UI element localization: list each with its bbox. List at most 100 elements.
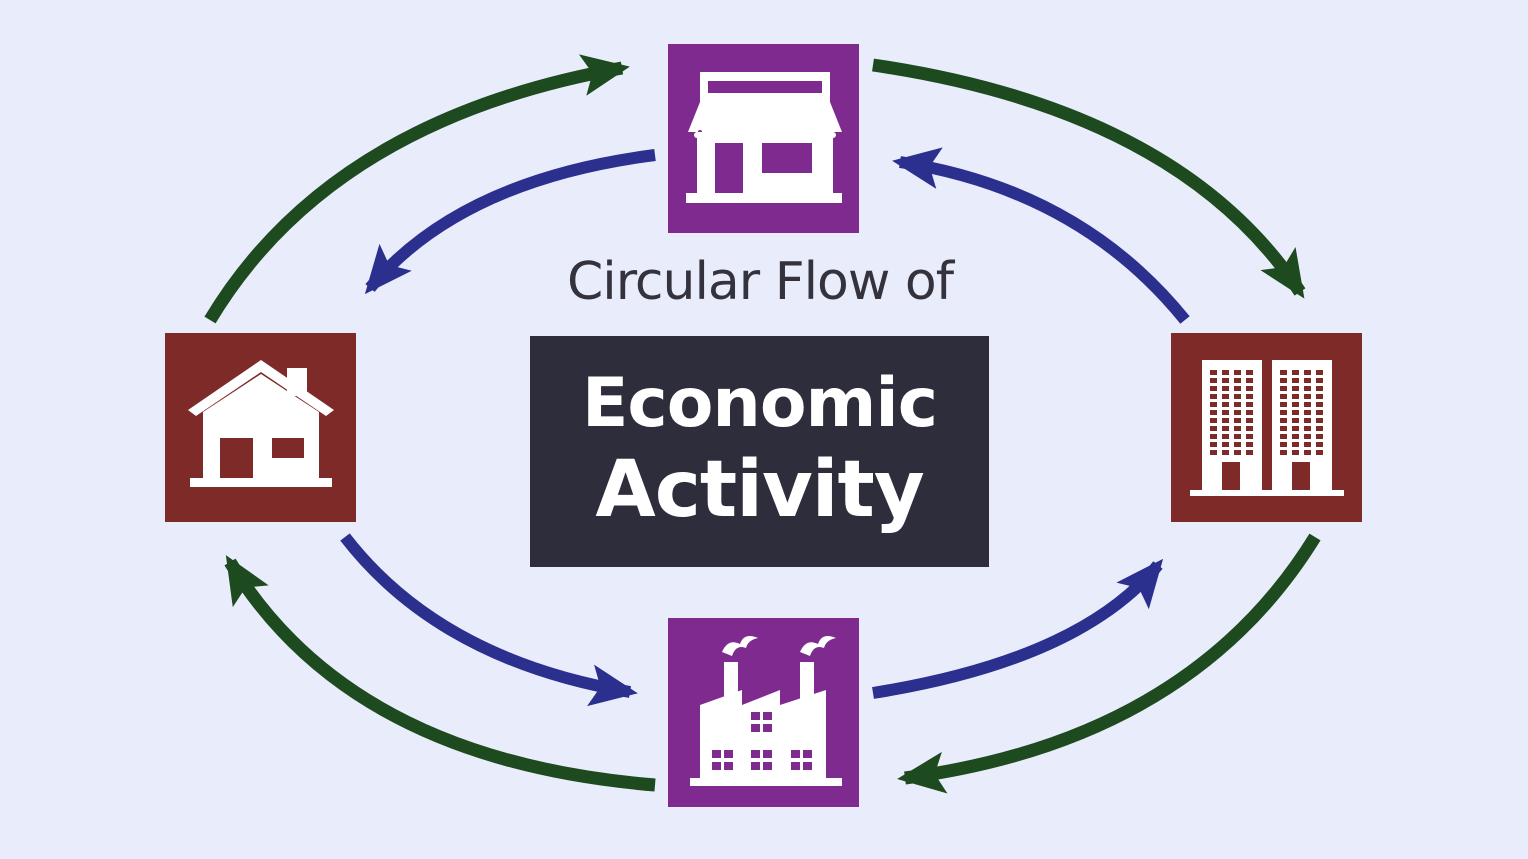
window [1280,442,1287,447]
window [1280,426,1287,431]
window [1222,450,1229,455]
window [1234,394,1241,399]
window [1210,394,1217,399]
window [1210,402,1217,407]
window [1280,394,1287,399]
window [1292,434,1299,439]
window [1210,426,1217,431]
inner-flow-arrow-factory-to-firms [872,558,1164,699]
title-economic: Economic [581,364,938,443]
window [1246,370,1253,375]
window [1222,386,1229,391]
window [1210,370,1217,375]
window [1246,434,1253,439]
window [1280,386,1287,391]
inner-flow-arrow-household-to-factory [340,533,638,707]
window [1234,450,1241,455]
window [1292,386,1299,391]
window [1316,418,1323,423]
window [1280,410,1287,415]
window [1246,410,1253,415]
window [1210,378,1217,383]
window [1316,378,1323,383]
window [1292,370,1299,375]
window [1222,418,1229,423]
window [1246,386,1253,391]
window [1304,442,1311,447]
window [1304,394,1311,399]
factory-icon [690,636,842,786]
window [1210,410,1217,415]
window [1280,370,1287,375]
window [1316,450,1323,455]
store-node [668,44,859,233]
inner-flow-arrow-store-to-household [364,149,656,295]
window [1292,418,1299,423]
window [1246,442,1253,447]
outer-flow-arrow-household-to-store [204,54,630,324]
window [1222,442,1229,447]
window [1222,394,1229,399]
window [1316,386,1323,391]
window [1292,426,1299,431]
window [1304,402,1311,407]
window [1222,378,1229,383]
window [1292,442,1299,447]
window [1316,434,1323,439]
window [1210,434,1217,439]
window [1280,434,1287,439]
window [1234,402,1241,407]
window [1316,410,1323,415]
window [1234,442,1241,447]
window [1234,410,1241,415]
store-icon [686,72,842,203]
window [1304,450,1311,455]
window [1246,426,1253,431]
window [1316,426,1323,431]
window [1304,378,1311,383]
window [1280,402,1287,407]
window [1222,434,1229,439]
window [1304,434,1311,439]
window [1304,410,1311,415]
window [1316,394,1323,399]
window [1292,450,1299,455]
household-node [165,333,356,522]
window [1234,434,1241,439]
window [1304,418,1311,423]
inner-flow-arrow-firms-to-store [892,147,1190,324]
window [1292,394,1299,399]
outer-flow-arrow-factory-to-household [224,555,656,792]
window [1222,426,1229,431]
office-windows [1210,370,1323,455]
window [1222,402,1229,407]
house-icon [188,360,334,487]
window [1316,402,1323,407]
window [1210,386,1217,391]
window [1246,394,1253,399]
outer-flow-arrow-store-to-firms [872,58,1306,299]
window [1234,378,1241,383]
window [1304,386,1311,391]
window [1222,370,1229,375]
title-box: Economic Activity [530,336,989,567]
window [1246,402,1253,407]
window [1234,370,1241,375]
window [1222,410,1229,415]
window [1234,426,1241,431]
window [1280,418,1287,423]
window [1246,450,1253,455]
window [1292,378,1299,383]
window [1234,418,1241,423]
firms-node [1171,333,1362,522]
window [1210,418,1217,423]
window [1280,378,1287,383]
window [1246,378,1253,383]
window [1292,402,1299,407]
window [1316,442,1323,447]
window [1210,450,1217,455]
diagram-title: Circular Flow of [566,252,954,312]
window [1234,386,1241,391]
window [1292,410,1299,415]
window [1316,370,1323,375]
